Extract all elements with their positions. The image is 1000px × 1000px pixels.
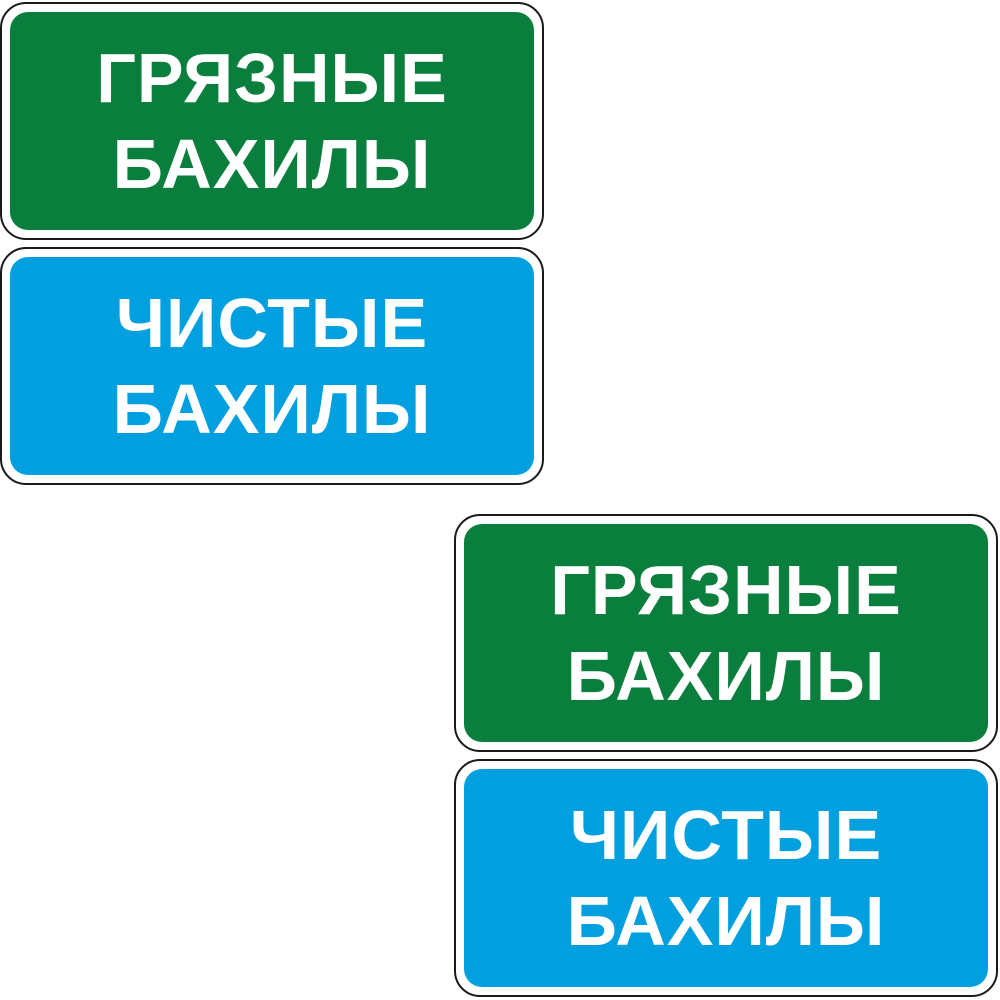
sign-face-blue: ЧИСТЫЕ БАХИЛЫ bbox=[10, 257, 534, 475]
dirty-shoe-covers-sign: ГРЯЗНЫЕ БАХИЛЫ bbox=[0, 2, 544, 240]
clean-shoe-covers-sign: ЧИСТЫЕ БАХИЛЫ bbox=[0, 247, 544, 485]
clean-shoe-covers-sign: ЧИСТЫЕ БАХИЛЫ bbox=[454, 759, 998, 997]
sign-text-line-2: БАХИЛЫ bbox=[112, 125, 432, 203]
sign-face-green: ГРЯЗНЫЕ БАХИЛЫ bbox=[464, 524, 988, 742]
sign-text-line-1: ЧИСТЫЕ bbox=[115, 284, 429, 362]
sign-text-line-1: ГРЯЗНЫЕ bbox=[550, 551, 902, 629]
sign-text-line-1: ГРЯЗНЫЕ bbox=[96, 39, 448, 117]
sign-text-line-2: БАХИЛЫ bbox=[566, 882, 886, 960]
sign-face-green: ГРЯЗНЫЕ БАХИЛЫ bbox=[10, 12, 534, 230]
sign-text-line-1: ЧИСТЫЕ bbox=[569, 796, 883, 874]
sign-text-line-2: БАХИЛЫ bbox=[566, 637, 886, 715]
sign-text-line-2: БАХИЛЫ bbox=[112, 370, 432, 448]
dirty-shoe-covers-sign: ГРЯЗНЫЕ БАХИЛЫ bbox=[454, 514, 998, 752]
sign-face-blue: ЧИСТЫЕ БАХИЛЫ bbox=[464, 769, 988, 987]
